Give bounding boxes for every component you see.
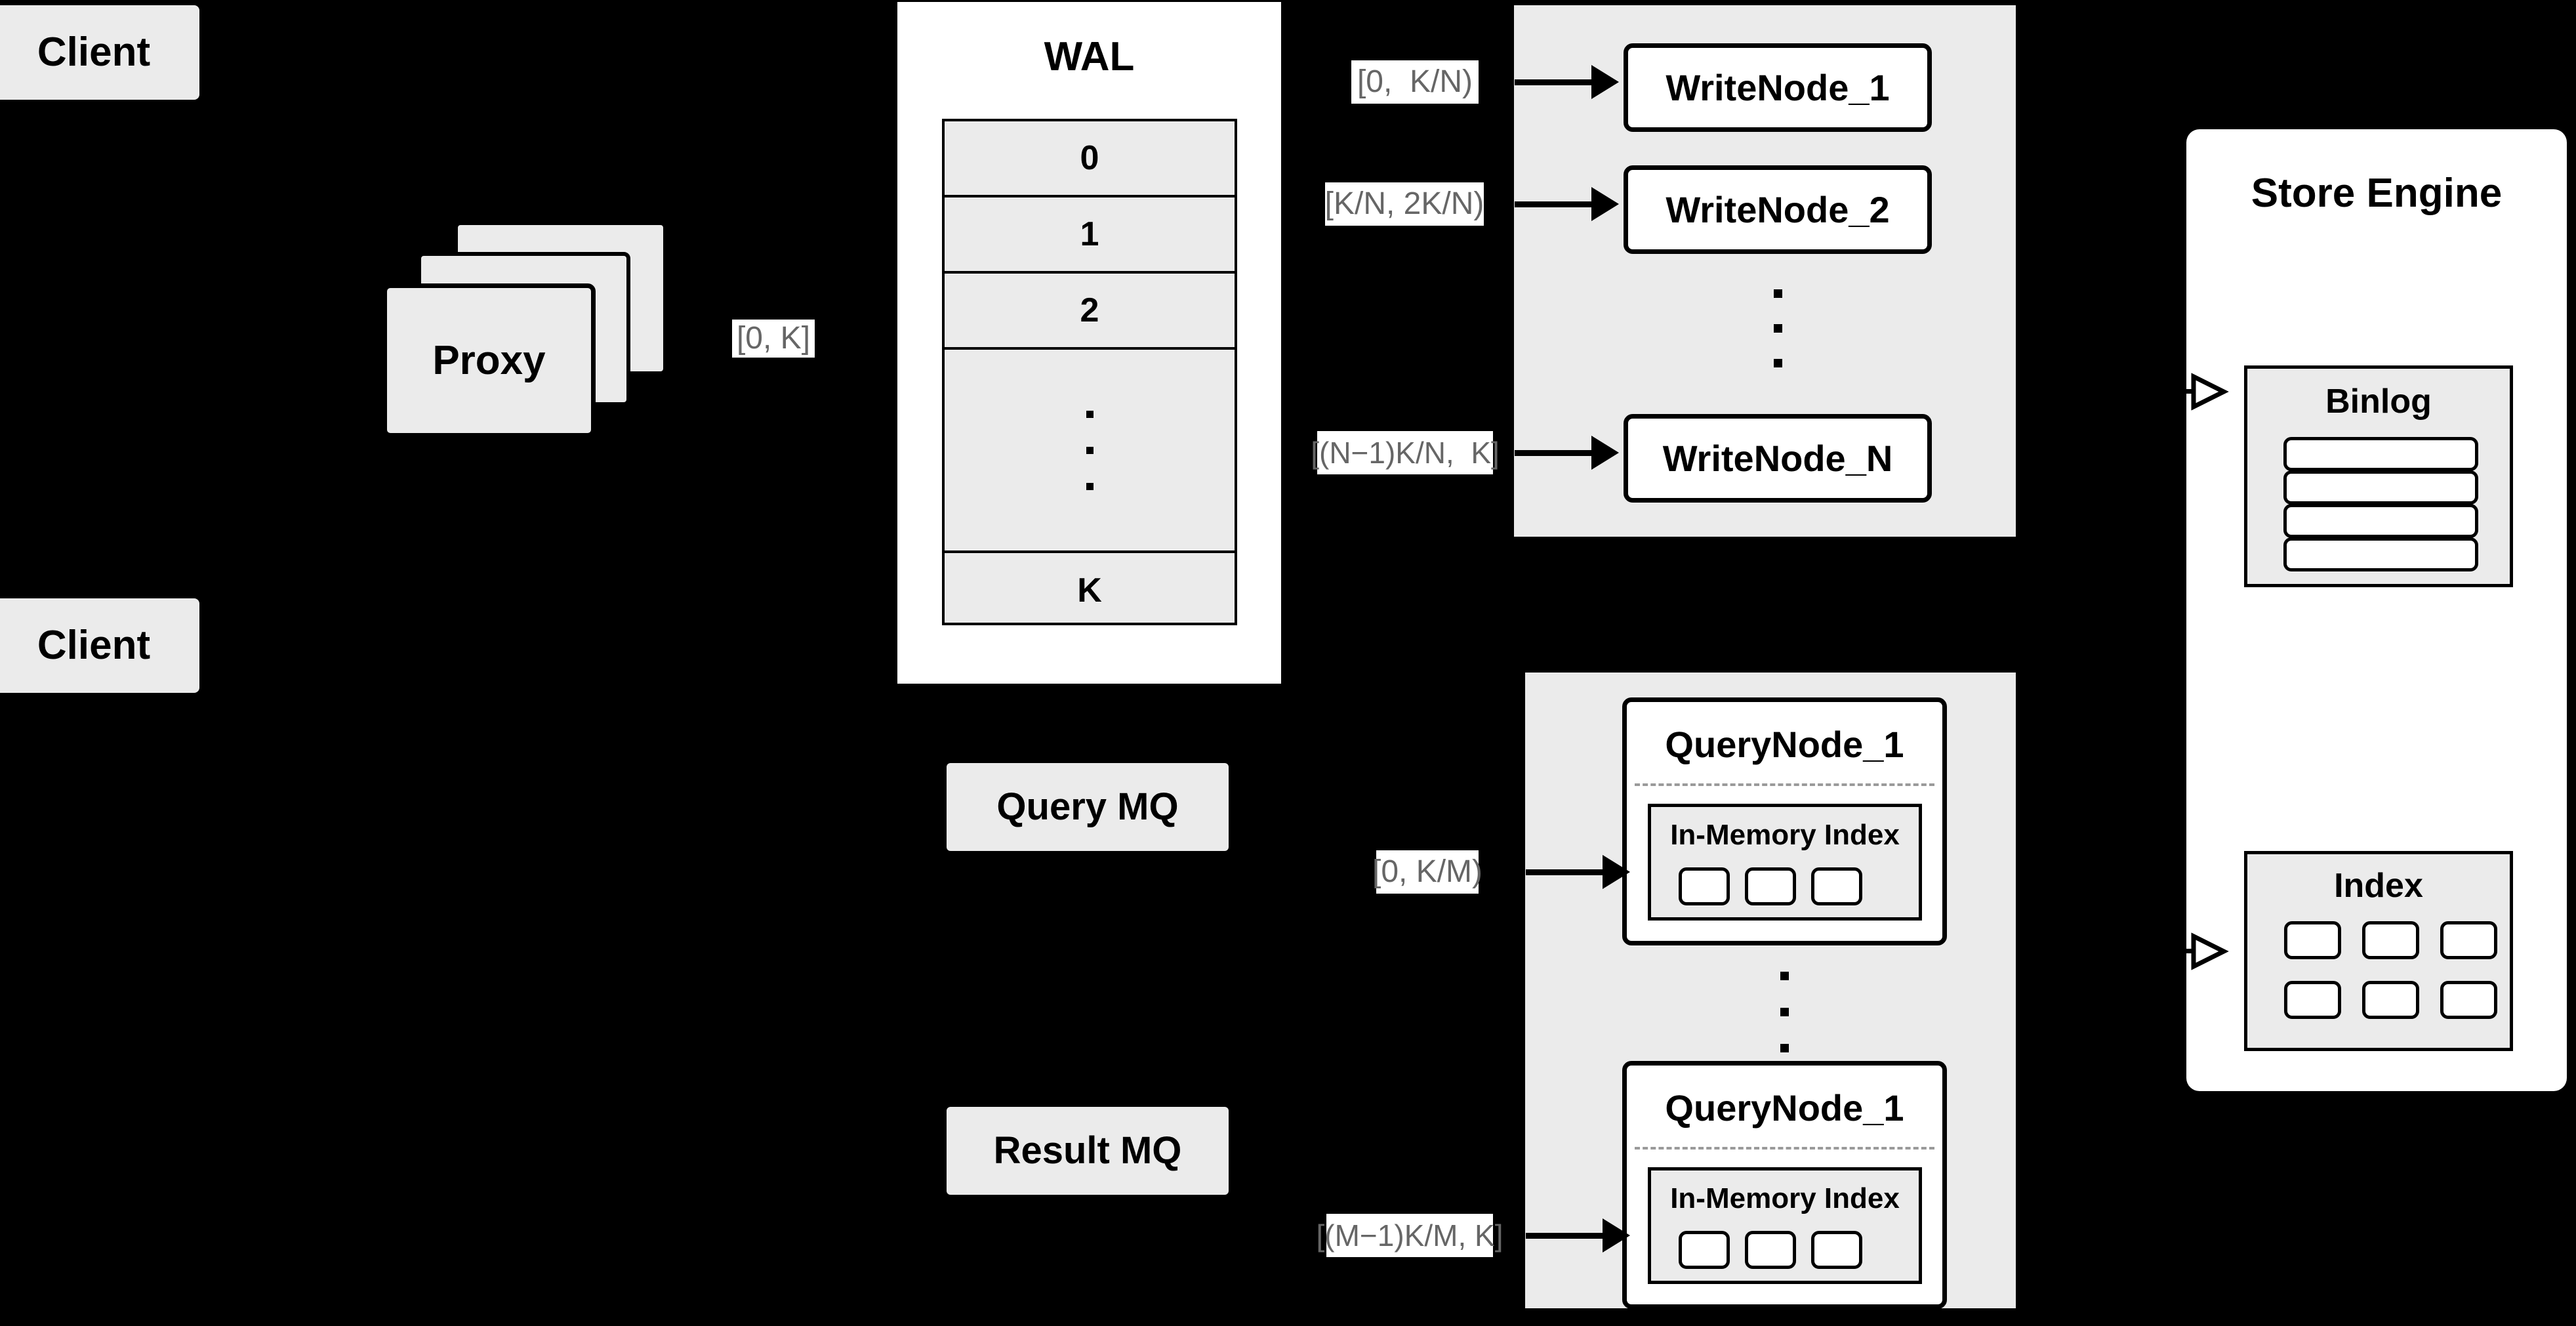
wal-row-label: 1 (1080, 215, 1099, 253)
arrow-line-to-query-node-1 (1526, 869, 1605, 875)
wal-title: WAL (1044, 34, 1135, 79)
index-segment[interactable] (2362, 921, 2419, 959)
query-node-1[interactable]: QueryNode_1 In-Memory Index (1622, 697, 1947, 945)
memory-index-segment[interactable] (1745, 1231, 1796, 1269)
query-edge-label-2: [(M−1)K/M, K] (1317, 1214, 1503, 1257)
arrow-head-to-write-node-n (1591, 436, 1619, 470)
wal-rows: 0 1 2 K (942, 119, 1237, 625)
write-edge-label-n: [(N−1)K/N, K] (1311, 431, 1500, 474)
binlog-row[interactable] (2283, 437, 2478, 471)
binlog-box: Binlog (2244, 365, 2513, 587)
index-segment[interactable] (2284, 981, 2341, 1019)
arrow-head-to-write-node-1 (1591, 65, 1619, 99)
proxy-edge-label-text: [0, K] (736, 321, 811, 356)
wal-row-ellipsis (945, 350, 1235, 553)
write-node-n[interactable]: WriteNode_N (1624, 414, 1932, 503)
proxy-edge-label: [0, K] (732, 320, 815, 358)
index-box: Index (2244, 851, 2513, 1051)
arrow-head-to-binlog (2191, 373, 2229, 411)
memory-index-segment[interactable] (1811, 867, 1862, 905)
write-edge-label-2-text: [K/N, 2K/N) (1324, 186, 1484, 221)
query-node-1-memory-index-title: In-Memory Index (1670, 819, 1900, 851)
index-title: Index (2334, 867, 2423, 905)
query-node-2-memory-index: In-Memory Index (1648, 1167, 1922, 1284)
write-edge-label-2: [K/N, 2K/N) (1325, 182, 1484, 226)
result-mq-label: Result MQ (993, 1129, 1182, 1172)
wal-container: WAL 0 1 2 K (897, 2, 1281, 684)
wal-row-label: 0 (1080, 139, 1099, 177)
arrow-line-to-index (2165, 949, 2195, 953)
write-node-1-label: WriteNode_1 (1666, 67, 1890, 108)
arrow-line-to-binlog (2165, 389, 2195, 394)
store-engine-container: Store Engine Binlog Index (2186, 129, 2567, 1091)
write-node-2-label: WriteNode_2 (1666, 189, 1890, 230)
arrow-line-to-write-node-2 (1515, 201, 1593, 207)
query-node-2-title: QueryNode_1 (1665, 1087, 1904, 1129)
wal-row[interactable]: 1 (945, 197, 1235, 274)
query-node-1-separator (1635, 783, 1934, 786)
memory-index-segment[interactable] (1679, 1231, 1730, 1269)
proxy-node[interactable]: Proxy (382, 283, 596, 438)
write-edge-label-n-text: [(N−1)K/N, K] (1311, 436, 1500, 470)
binlog-row[interactable] (2283, 504, 2478, 538)
wal-row[interactable]: 2 (945, 274, 1235, 350)
query-node-2-separator (1635, 1147, 1934, 1150)
binlog-row[interactable] (2283, 470, 2478, 505)
arrow-head-to-index (2191, 932, 2229, 970)
arrow-head-to-query-node-1 (1603, 855, 1630, 889)
arrow-line-to-query-node-2 (1526, 1233, 1605, 1239)
memory-index-segment[interactable] (1745, 867, 1796, 905)
result-mq-node[interactable]: Result MQ (947, 1107, 1229, 1195)
query-node-2[interactable]: QueryNode_1 In-Memory Index (1622, 1061, 1947, 1309)
memory-index-segment[interactable] (1811, 1231, 1862, 1269)
wal-row[interactable]: K (945, 553, 1235, 628)
wal-row[interactable]: 0 (945, 121, 1235, 197)
write-node-n-label: WriteNode_N (1662, 438, 1893, 479)
query-cluster-panel: QueryNode_1 In-Memory Index QueryNode_1 … (1525, 673, 2016, 1309)
index-segment[interactable] (2440, 981, 2497, 1019)
binlog-title: Binlog (2325, 383, 2432, 421)
index-segment[interactable] (2284, 921, 2341, 959)
write-cluster-ellipsis (1755, 276, 1801, 381)
store-engine-title: Store Engine (2251, 171, 2503, 216)
query-mq-node[interactable]: Query MQ (947, 763, 1229, 851)
query-edge-label-2-text: [(M−1)K/M, K] (1316, 1218, 1503, 1253)
client-node-2[interactable]: Client (0, 598, 199, 693)
arrow-line-to-write-node-1 (1515, 79, 1593, 85)
arrow-head-to-write-node-2 (1591, 187, 1619, 221)
query-node-1-memory-index: In-Memory Index (1648, 804, 1922, 921)
wal-row-label: K (1077, 571, 1102, 610)
memory-index-segment[interactable] (1679, 867, 1730, 905)
index-segment[interactable] (2440, 921, 2497, 959)
arrow-line-to-write-node-n (1515, 450, 1593, 456)
client-node-1-label: Client (37, 30, 151, 75)
query-edge-label-1-text: [0, K/M) (1372, 854, 1483, 889)
write-node-2[interactable]: WriteNode_2 (1624, 165, 1932, 254)
binlog-row[interactable] (2283, 537, 2478, 571)
query-cluster-ellipsis (1761, 958, 1807, 1066)
proxy-node-label: Proxy (432, 337, 546, 383)
write-edge-label-1: [0, K/N) (1351, 60, 1479, 104)
client-node-2-label: Client (37, 623, 151, 669)
client-node-1[interactable]: Client (0, 5, 199, 100)
query-node-1-title: QueryNode_1 (1665, 724, 1904, 765)
query-node-2-memory-index-title: In-Memory Index (1670, 1182, 1900, 1214)
index-segment[interactable] (2362, 981, 2419, 1019)
query-mq-label: Query MQ (996, 785, 1179, 828)
query-edge-label-1: [0, K/M) (1372, 850, 1482, 894)
arrow-head-to-query-node-2 (1603, 1218, 1630, 1253)
write-node-1[interactable]: WriteNode_1 (1624, 43, 1932, 132)
write-edge-label-1-text: [0, K/N) (1357, 64, 1473, 99)
wal-row-label: 2 (1080, 291, 1099, 329)
